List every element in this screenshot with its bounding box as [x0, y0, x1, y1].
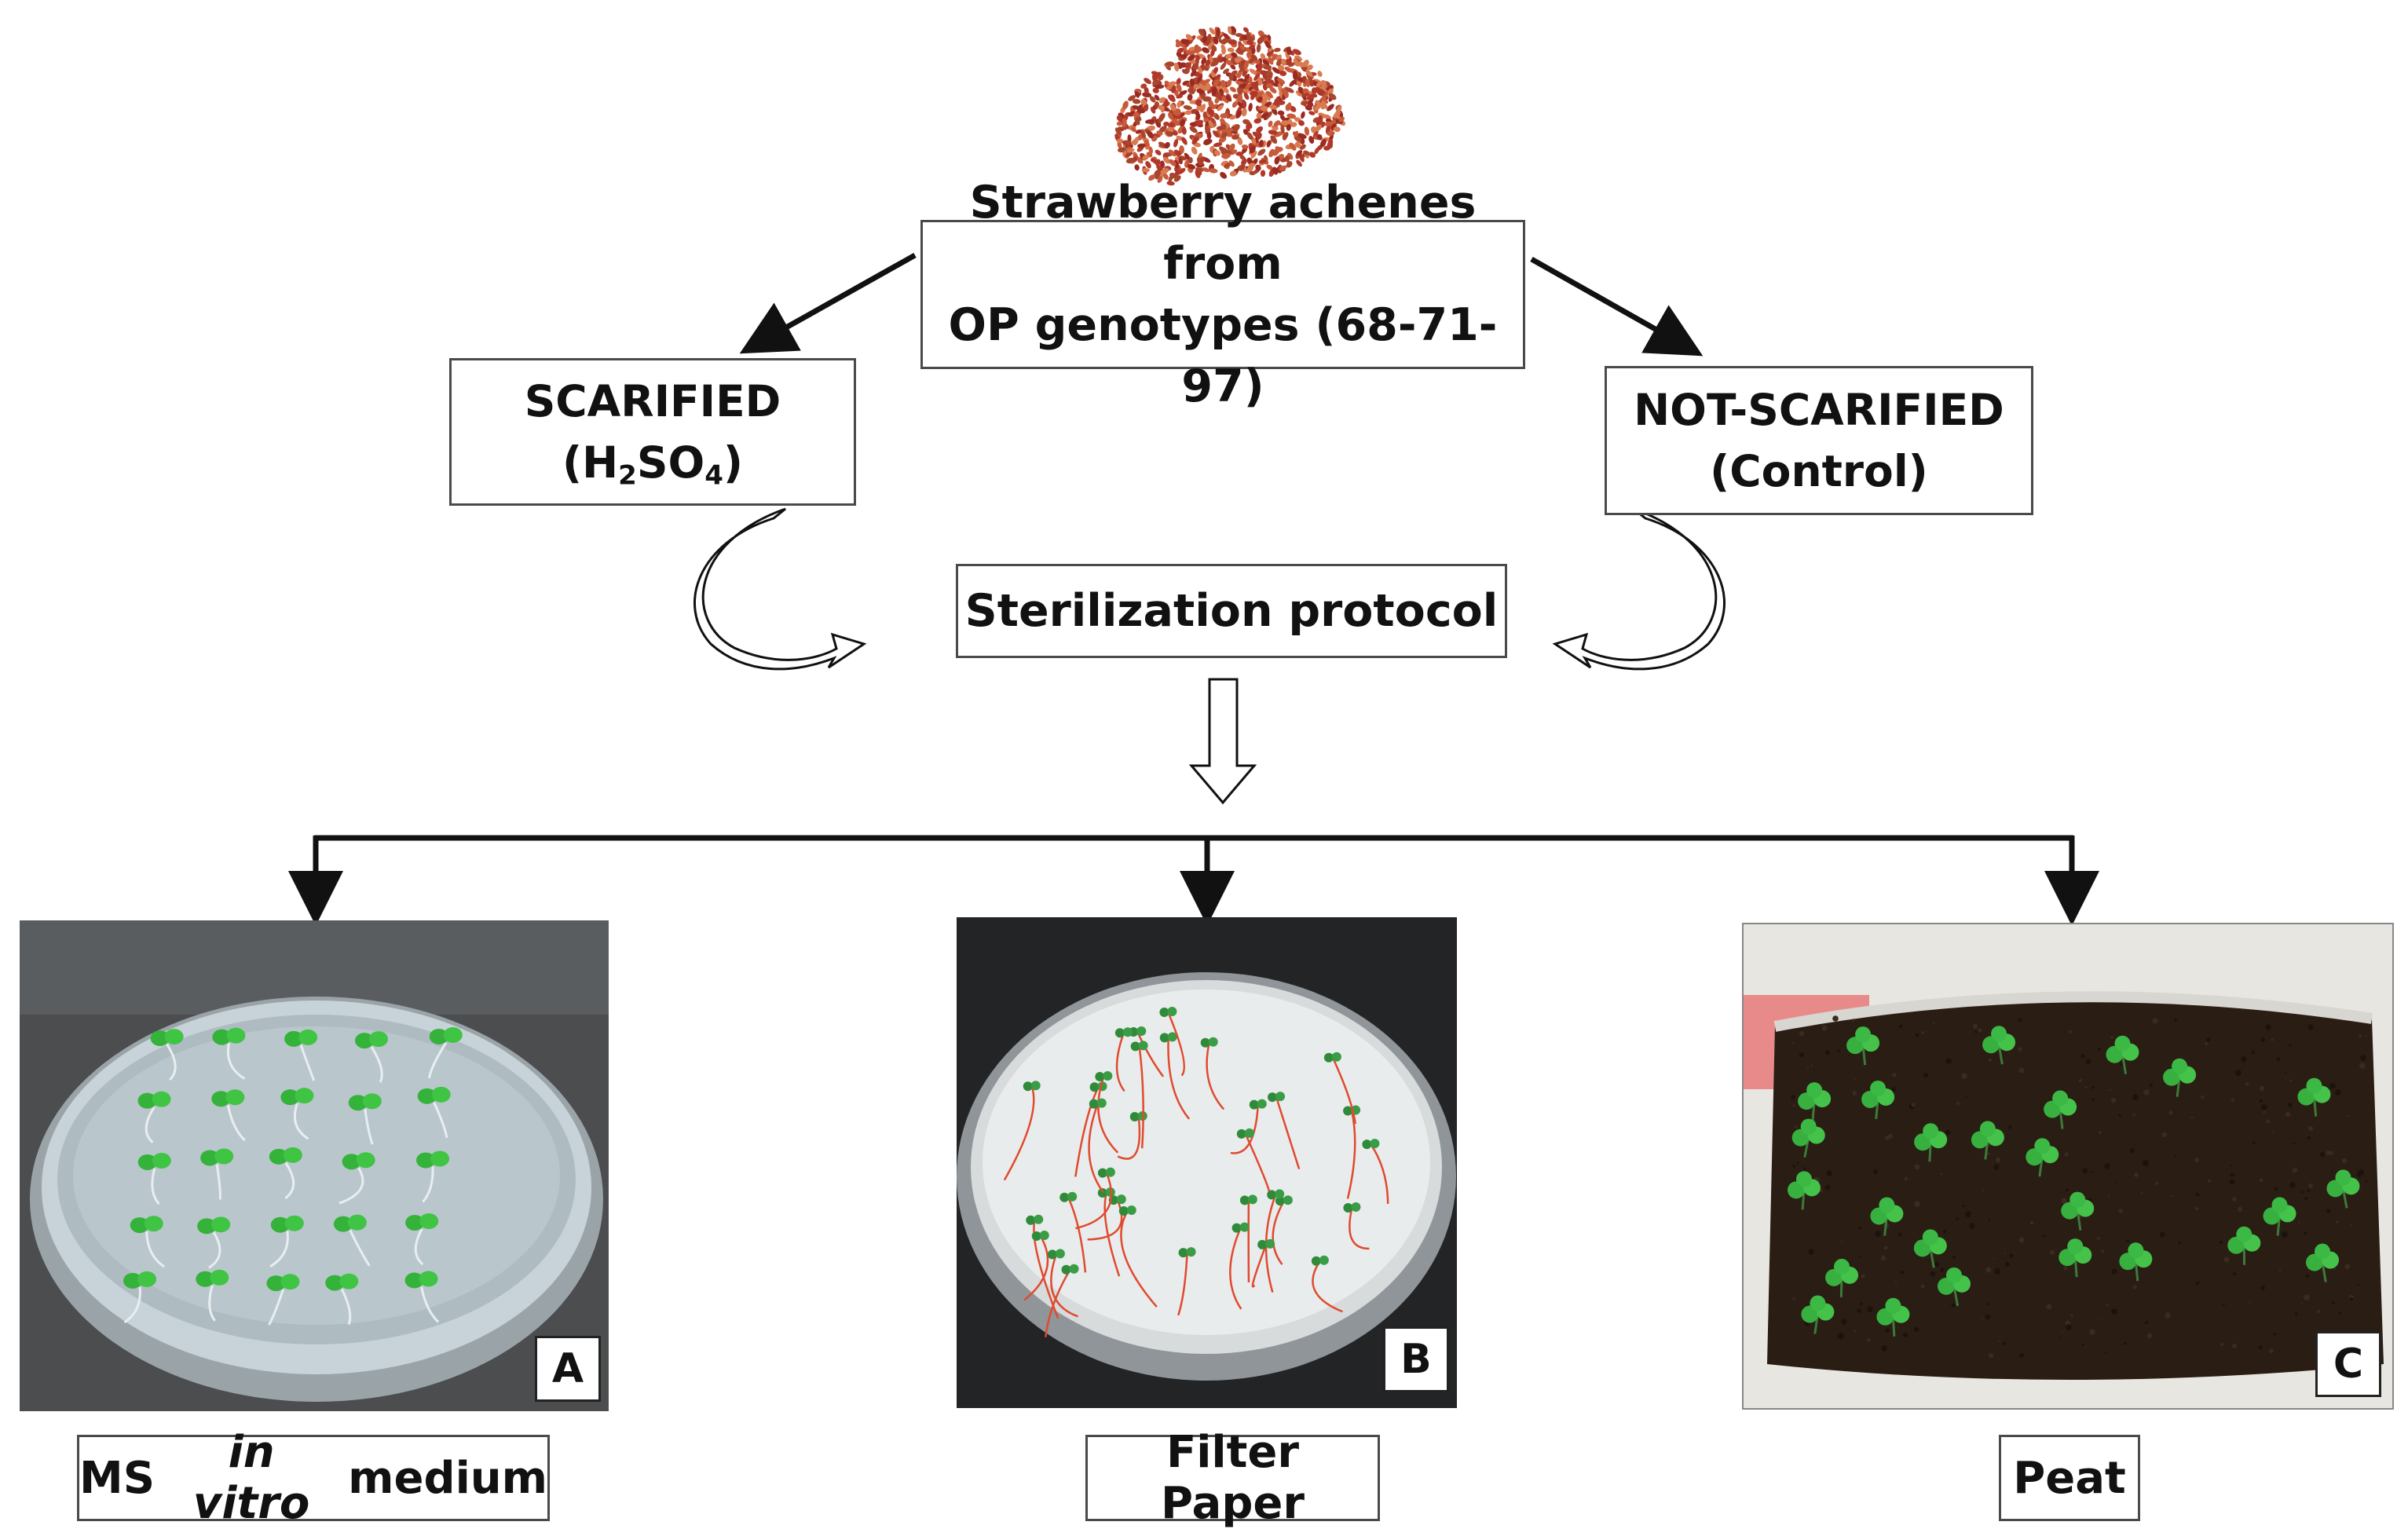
- arrow-to-scarified: [739, 252, 917, 354]
- source-box: Strawberry achenes from OP genotypes (68…: [920, 177, 1525, 412]
- strawberry-seed-pile-image: [1114, 26, 1346, 186]
- curved-arrow-left-icon: [693, 507, 867, 671]
- caption-panel-b: Filter Paper: [1085, 1427, 1380, 1529]
- panel-a-photo: A: [20, 920, 609, 1411]
- sterilization-box: Sterilization protocol: [956, 564, 1507, 658]
- scarified-label: SCARIFIED: [524, 376, 781, 426]
- source-line-1: Strawberry achenes from: [969, 177, 1477, 290]
- panel-b-photo: B: [957, 917, 1457, 1408]
- scarified-box: SCARIFIED (H2SO4): [449, 358, 856, 506]
- curved-arrow-right-icon: [1552, 507, 1726, 671]
- not-scarified-label: NOT-SCARIFIED: [1634, 385, 2004, 435]
- caption-panel-c: Peat: [1999, 1435, 2140, 1521]
- panel-c-letter: C: [2315, 1331, 2381, 1397]
- source-line-2: OP genotypes (68-71-97): [948, 299, 1498, 412]
- panel-a-letter: A: [535, 1336, 601, 1402]
- panel-c-photo: C: [1742, 923, 2394, 1410]
- caption-panel-a: MS in vitro medium: [77, 1427, 550, 1529]
- arrow-to-not-scarified: [1530, 256, 1704, 357]
- panel-b-letter: B: [1383, 1326, 1449, 1392]
- hollow-down-arrow-icon: [1188, 678, 1257, 805]
- not-scarified-box: NOT-SCARIFIED (Control): [1605, 366, 2033, 515]
- not-scarified-control: (Control): [1710, 446, 1928, 496]
- scarified-treatment: (H2SO4): [562, 437, 744, 492]
- sterilization-label: Sterilization protocol: [964, 585, 1499, 637]
